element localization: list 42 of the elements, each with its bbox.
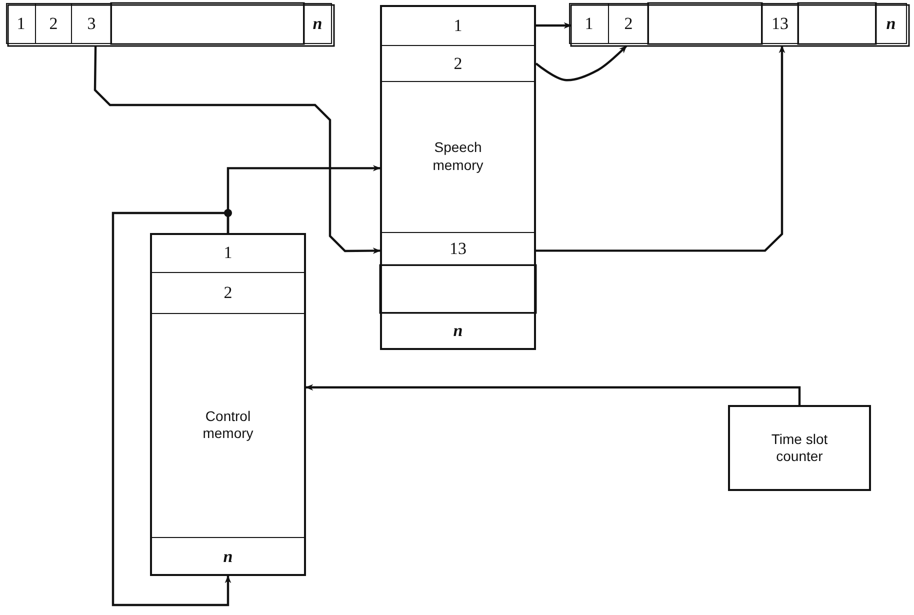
label-text: n bbox=[312, 12, 324, 34]
label-text: 1 bbox=[222, 242, 234, 264]
label-text: 2 bbox=[48, 12, 59, 34]
slot-cell bbox=[71, 3, 112, 44]
label-text: n bbox=[452, 320, 464, 342]
slot-cell bbox=[380, 232, 536, 266]
arrow bbox=[536, 22, 572, 29]
label-text: 1 bbox=[584, 12, 594, 34]
label-text: Speech memory bbox=[432, 138, 484, 175]
slot-cell bbox=[6, 3, 36, 44]
slot-cell bbox=[303, 3, 332, 44]
arrow bbox=[535, 45, 628, 82]
label-text: Control memory bbox=[202, 406, 254, 443]
arrow bbox=[536, 45, 786, 252]
counter-box bbox=[728, 405, 871, 491]
slot-cell bbox=[569, 3, 609, 44]
empty-slot-box bbox=[111, 3, 304, 44]
empty-slot-box bbox=[798, 3, 876, 44]
arrow bbox=[94, 46, 381, 254]
label-text: 2 bbox=[452, 52, 464, 74]
empty-slot-box bbox=[380, 265, 536, 313]
label-text: n bbox=[885, 12, 897, 34]
label-text: 13 bbox=[448, 238, 468, 260]
arrow bbox=[112, 212, 232, 606]
label-text: n bbox=[222, 546, 234, 568]
arrow bbox=[305, 384, 801, 405]
slot-cell bbox=[875, 3, 907, 44]
label-text: 2 bbox=[623, 12, 634, 34]
memory-block bbox=[380, 5, 536, 350]
empty-slot-box bbox=[571, 5, 909, 46]
label-text: 1 bbox=[16, 12, 26, 34]
empty-slot-box bbox=[648, 3, 762, 44]
slot-cell bbox=[35, 3, 72, 44]
label-text: 2 bbox=[222, 282, 234, 304]
label-text: Time slot counter bbox=[770, 430, 829, 466]
label-text: 3 bbox=[86, 12, 97, 34]
slot-cell bbox=[761, 3, 799, 44]
label-text: 13 bbox=[770, 12, 790, 34]
slot-cell bbox=[608, 3, 649, 44]
memory-block bbox=[150, 233, 306, 576]
empty-slot-box bbox=[8, 5, 334, 46]
label-text: 1 bbox=[452, 14, 464, 36]
